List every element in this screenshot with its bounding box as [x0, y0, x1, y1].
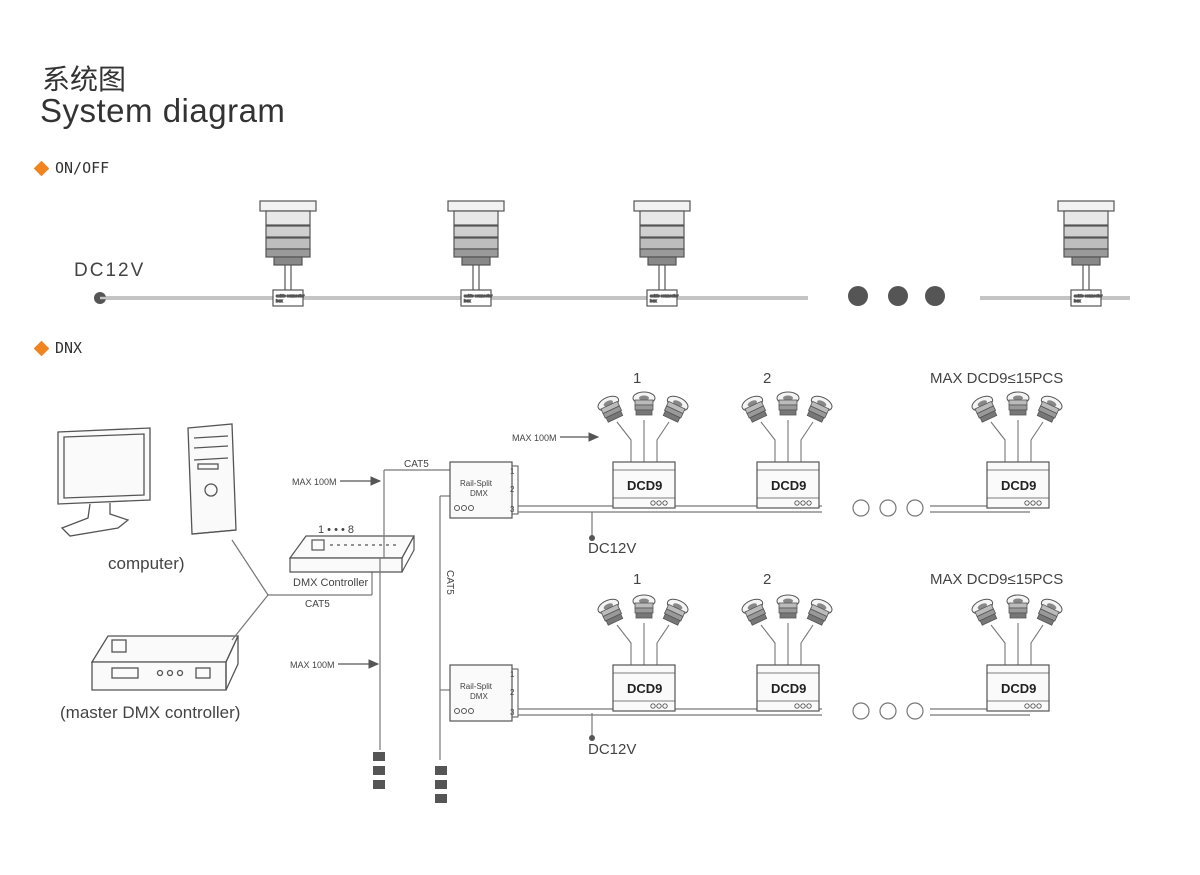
- dmx-power-label-1: DC12V: [588, 540, 636, 557]
- cable-end-stack-icon: [435, 766, 447, 803]
- spotlight-icon: [632, 391, 656, 416]
- decoder-label: DCD9: [771, 681, 806, 696]
- spotlight-icon: [776, 391, 800, 416]
- connector-box-label: box: [650, 298, 656, 303]
- group-label-2b: 2: [763, 571, 771, 588]
- continuation-dot-icon: [848, 286, 868, 306]
- controller-ports-label: 1 • • • 8: [318, 524, 354, 536]
- port-label: 3: [510, 505, 515, 514]
- spotlight-icon: [1006, 391, 1030, 416]
- spotlight-icon: [597, 598, 624, 626]
- spotlight-icon: [741, 598, 768, 626]
- connector-box-label: box: [276, 298, 282, 303]
- master-controller-icon: [90, 635, 240, 691]
- power-dot-icon: [589, 735, 595, 741]
- spotlight-icon: [1006, 594, 1030, 619]
- dcd9-decoder-group: DCD9: [597, 594, 689, 712]
- continuation-circles: [852, 499, 924, 720]
- dmx-controller-icon: [288, 535, 416, 573]
- connector-box-label: box: [1074, 298, 1080, 303]
- spotlight-icon: [662, 395, 689, 423]
- split-label: Rail-Split: [460, 682, 493, 691]
- connector-box-label: cable connector: [464, 293, 493, 298]
- group-label-2: 2: [763, 370, 771, 387]
- dcd9-decoder-group: DCD9: [741, 594, 833, 712]
- dmx-controller-label: DMX Controller: [293, 577, 369, 589]
- spotlight-icon: [806, 598, 833, 626]
- port-label: 2: [510, 485, 515, 494]
- section-onoff: ON/OFF: [33, 159, 110, 177]
- spotlight-icon: [776, 594, 800, 619]
- split-label: DMX: [470, 692, 488, 701]
- cable-end-stack-icon: [373, 752, 385, 789]
- max-distance-label-3: MAX 100M: [512, 433, 557, 443]
- port-label: 1: [510, 467, 515, 476]
- spotlight-icon: [971, 395, 998, 423]
- dmx-power-label-2: DC12V: [588, 741, 636, 758]
- continuation-dot-icon: [888, 286, 908, 306]
- decoder-label: DCD9: [1001, 681, 1036, 696]
- power-dot-icon: [589, 535, 595, 541]
- connector-box-label: cable connector: [276, 293, 305, 298]
- decoder-label: DCD9: [771, 478, 806, 493]
- spotlight-icon: [741, 395, 768, 423]
- spotlight-icon: [1036, 598, 1063, 626]
- port-label: 1: [510, 670, 515, 679]
- page-title-cn: 系统图: [42, 63, 127, 96]
- spotlight-icon: [662, 598, 689, 626]
- section-dmx-label: DNX: [55, 339, 83, 357]
- pc-tower-icon: [187, 423, 237, 535]
- decoder-label: DCD9: [1001, 478, 1036, 493]
- group-max-label-b: MAX DCD9≤15PCS: [930, 571, 1063, 588]
- decoder-label: DCD9: [627, 478, 662, 493]
- split-label: Rail-Split: [460, 479, 493, 488]
- trunk-lines: [379, 469, 450, 760]
- max-distance-label: MAX 100M: [292, 477, 337, 487]
- dcd9-decoder-group: DCD9: [741, 391, 833, 509]
- group-label-1b: 1: [633, 571, 641, 588]
- port-label: 3: [510, 708, 515, 717]
- connector-box-label: cable connector: [650, 293, 679, 298]
- max-distance-label-2: MAX 100M: [290, 660, 335, 670]
- spotlight-icon: [1036, 395, 1063, 423]
- split-label: DMX: [470, 489, 488, 498]
- computer-label: computer): [108, 554, 185, 573]
- decoder-label: DCD9: [627, 681, 662, 696]
- cat5-link-lines: [231, 539, 373, 641]
- spotlight-icon: [971, 598, 998, 626]
- connector-box-label: cable connector: [1074, 293, 1103, 298]
- master-controller-label: (master DMX controller): [60, 703, 240, 722]
- dcd9-decoder-group: DCD9: [971, 391, 1063, 509]
- page-title: System diagram: [40, 92, 286, 129]
- spotlight-icon: [632, 594, 656, 619]
- continuation-dot-icon: [925, 286, 945, 306]
- spotlight-icon: [806, 395, 833, 423]
- group-label-1: 1: [633, 370, 641, 387]
- dcd9-decoder-group: DCD9: [597, 391, 689, 509]
- port-label: 2: [510, 688, 515, 697]
- cat5-label: CAT5: [305, 599, 330, 610]
- section-dmx: DNX: [33, 339, 83, 357]
- monitor-icon: [57, 427, 151, 537]
- group-max-label: MAX DCD9≤15PCS: [930, 370, 1063, 387]
- connector-box-label: box: [464, 298, 470, 303]
- onoff-power-label: DC12V: [74, 260, 145, 281]
- cat5-label-top: CAT5: [404, 459, 429, 470]
- cat5-label-vertical: CAT5: [444, 570, 455, 595]
- dcd9-decoder-group: DCD9: [971, 594, 1063, 712]
- section-onoff-label: ON/OFF: [55, 159, 110, 177]
- spotlight-icon: [597, 395, 624, 423]
